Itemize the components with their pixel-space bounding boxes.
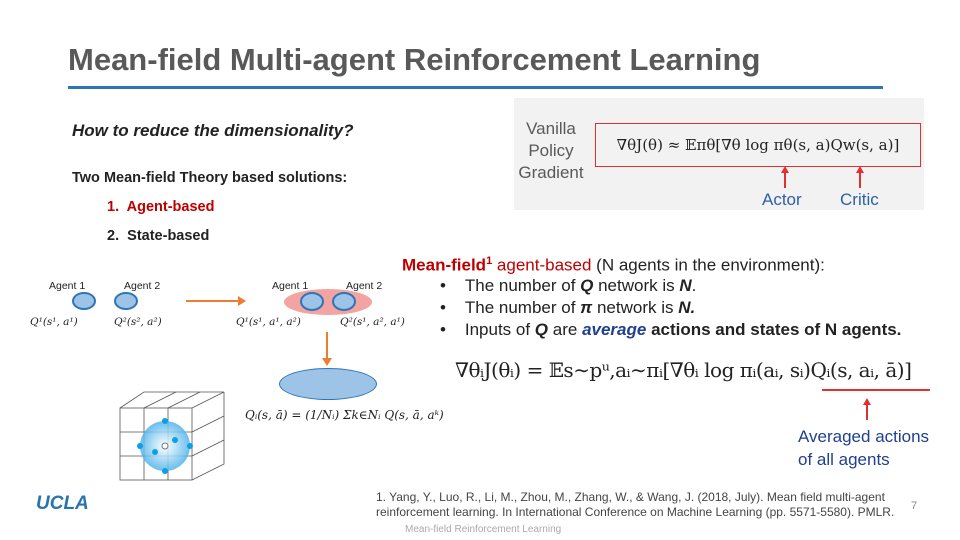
agent2-node: [114, 292, 138, 310]
mf-red: Mean-field: [402, 255, 487, 275]
vanilla-label: Vanilla Policy Gradient: [515, 118, 587, 184]
title-underline: [68, 86, 883, 89]
t: network is: [593, 276, 680, 295]
line: Vanilla: [526, 119, 576, 138]
t: average: [582, 320, 647, 339]
q-underline: [822, 389, 930, 391]
actor-label: Actor: [762, 190, 802, 209]
slide-title: Mean-field Multi-agent Reinforcement Lea…: [68, 42, 761, 77]
arrow-head: [781, 166, 789, 173]
label: Agent-based: [126, 199, 215, 215]
t: Inputs of: [464, 320, 535, 339]
question: How to reduce the dimensionality?: [72, 121, 354, 140]
arrow-head: [863, 398, 871, 405]
reference: 1. Yang, Y., Luo, R., Li, M., Zhou, M., …: [376, 490, 894, 520]
mf-rest: (N agents in the environment):: [591, 255, 825, 275]
critic-label: Critic: [840, 190, 879, 209]
t: are: [548, 320, 583, 339]
bullet-2: • The number of π network is N.: [440, 298, 696, 317]
t: The number of: [464, 298, 581, 317]
t: .: [691, 276, 697, 295]
footnote-mark: 1: [486, 255, 493, 267]
solutions-heading: Two Mean-field Theory based solutions:: [72, 170, 348, 186]
vanilla-box: [514, 98, 924, 210]
ucla-logo: UCLA: [36, 493, 89, 514]
line: Averaged actions: [798, 427, 930, 446]
policy-gradient-formula: ∇θJ(θ) ≈ 𝔼πθ[∇θ log πθ(s, a)Qw(s, a)]: [595, 123, 921, 167]
averaged-label: Averaged actions of all agents: [798, 425, 929, 471]
q1-label: Q¹(s¹, a¹): [30, 316, 78, 328]
q1b-label: Q¹(s¹, a¹, a²): [236, 316, 301, 328]
t: network is: [592, 298, 679, 317]
solution-1: 1. Agent-based: [107, 199, 214, 215]
arrow-head: [238, 296, 246, 306]
mean-field-heading: Mean-field1 agent-based (N agents in the…: [402, 255, 825, 276]
t: Q: [534, 320, 549, 339]
q2-label: Q²(s², a²): [114, 316, 162, 328]
line: Gradient: [518, 163, 584, 182]
orange-arrow: [186, 300, 240, 302]
agent1-node: [300, 292, 324, 311]
page-number: 7: [911, 500, 918, 512]
mean-node: [279, 368, 377, 400]
grid-cube-icon: [119, 391, 225, 481]
agent2-label: Agent 2: [124, 280, 161, 292]
arrow-head: [322, 358, 332, 366]
label: State-based: [127, 228, 210, 244]
solution-2: 2. State-based: [107, 228, 209, 244]
main-formula: ∇θᵢJ(θᵢ) = 𝔼s∼pᵘ,aᵢ∼πᵢ[∇θᵢ log πᵢ(aᵢ, sᵢ…: [455, 358, 912, 382]
t: The number of: [464, 276, 581, 295]
averaged-arrow: [866, 404, 868, 420]
agent1-label: Agent 1: [272, 280, 309, 292]
arrow-head: [856, 166, 864, 173]
bullet-3: • Inputs of Q are average actions and st…: [440, 320, 902, 339]
agent1-node: [72, 292, 96, 310]
agent2-label: Agent 2: [346, 280, 383, 292]
bullet-1: • The number of Q network is N.: [440, 276, 697, 295]
mean-q-formula: Qᵢ(s, ā) = (1/Nᵢ) Σk∈Nᵢ Q(s, ā, aᵏ): [245, 408, 444, 422]
num: 2.: [107, 228, 120, 244]
line: 1. Yang, Y., Luo, R., Li, M., Zhou, M., …: [376, 490, 885, 504]
num: 1.: [107, 199, 120, 215]
agent2-node: [332, 292, 356, 311]
line: reinforcement learning. In International…: [376, 505, 895, 519]
line: of all agents: [798, 450, 890, 469]
joint-ellipse: [284, 289, 372, 315]
t: N: [679, 276, 692, 295]
line: Policy: [528, 141, 574, 160]
t: π: [580, 298, 593, 317]
mf-red2: agent-based: [492, 255, 592, 275]
t: Q: [580, 276, 594, 295]
t: actions and states of N agents.: [646, 320, 902, 339]
t: N.: [678, 298, 696, 317]
footer-text: Mean-field Reinforcement Learning: [405, 524, 562, 535]
critic-arrow: [859, 172, 861, 188]
agent1-label: Agent 1: [49, 280, 86, 292]
actor-arrow: [784, 172, 786, 188]
orange-down-arrow: [326, 332, 328, 360]
q2b-label: Q²(s¹, a², a¹): [340, 316, 405, 328]
